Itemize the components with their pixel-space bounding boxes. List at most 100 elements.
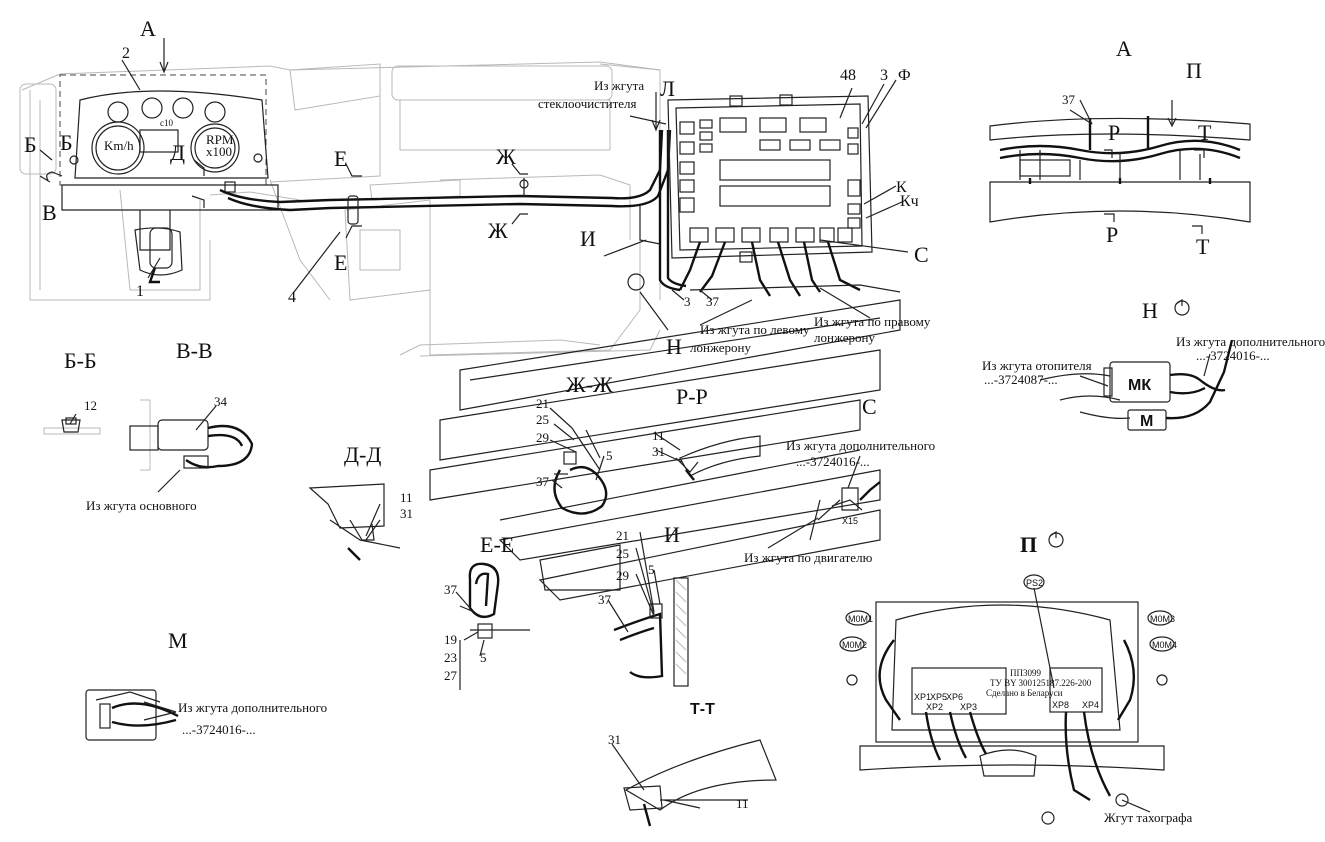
extra-code-s: ...-3724016-... (796, 454, 870, 469)
item-2-label: 2 (122, 45, 130, 62)
item-37-ee: 37 (444, 582, 458, 597)
b-marker-2: Б (60, 130, 73, 155)
wiper-note-1: Из жгута (594, 78, 644, 93)
item-34-label: 34 (214, 394, 228, 409)
extra-note-m: Из жгута дополнительного (178, 700, 327, 715)
tacho-xp6: XP6 (946, 692, 963, 702)
item-27-ee: 27 (444, 668, 458, 683)
v-marker: В (42, 200, 57, 225)
section-tt-title: Т-Т (690, 701, 715, 718)
tacho-xp1: XP1 (914, 692, 931, 702)
view-a-title: А (1116, 36, 1132, 61)
extra-note-n: Из жгута дополнительного (1176, 334, 1325, 349)
section-bb (43, 417, 101, 435)
section-zhzh-title: Ж-Ж (566, 372, 613, 397)
view-n-title: Н (1142, 298, 1158, 323)
t-marker-bottom: Т (1196, 234, 1210, 259)
item-31-tt: 31 (608, 732, 621, 747)
section-ee (459, 562, 530, 639)
instrument-cluster (46, 90, 279, 284)
tacho-m3: M0M3 (1150, 614, 1175, 624)
k-marker: К (896, 179, 907, 196)
item-1-label: 1 (136, 283, 144, 300)
b-marker: Б (24, 132, 37, 157)
left-note-1: Из жгута по левому (700, 322, 810, 337)
connector-mk: МК (1128, 377, 1151, 394)
section-dd-title: Д-Д (344, 442, 381, 467)
zh-marker-bottom: Ж (488, 218, 508, 243)
item-48-label: 48 (840, 67, 856, 84)
heater-code: ...-3724087-... (984, 372, 1058, 387)
tacho-xp2: XP2 (926, 702, 943, 712)
extra-code-n: ...-3724016-... (1196, 348, 1270, 363)
section-vv-title: В-В (176, 338, 213, 363)
connector-m: М (1140, 413, 1153, 430)
r-marker-bottom: Р (1106, 222, 1118, 247)
section-zhzh (553, 427, 608, 515)
item-29-i: 29 (616, 568, 629, 583)
tacho-line1: ПП3099 (1010, 668, 1041, 678)
right-note-1: Из жгута по правому (814, 314, 931, 329)
fuse-relays (679, 117, 861, 229)
zh-marker-top: Ж (496, 144, 516, 169)
item-21-zh: 21 (536, 396, 549, 411)
item-4-label: 4 (288, 289, 296, 306)
tacho-xp4: XP4 (1082, 700, 1099, 710)
section-panels (429, 299, 901, 601)
labels: А 2 Б Б В Km/h RPM x100 c10 Д 1 4 Е Е Ж … (24, 16, 1325, 825)
section-ee-title: Е-Е (480, 532, 514, 557)
item-3-label: 3 (880, 67, 888, 84)
view-a-marker: А (140, 16, 156, 41)
kch-marker: Кч (900, 193, 919, 210)
n-marker: Н (666, 334, 682, 359)
section-rr-title: Р-Р (676, 384, 708, 409)
tacho-xp8: XP8 (1052, 700, 1069, 710)
item-11-tt: 11 (736, 796, 749, 811)
view-p-marker: П (1186, 58, 1202, 83)
heater-note: Из жгута отопителя (982, 358, 1092, 373)
extra-code-m: ...-3724016-... (182, 722, 256, 737)
item-5-i: 5 (648, 562, 655, 577)
section-vv (129, 399, 254, 471)
tacho-m2: M0M2 (842, 640, 867, 650)
section-s (809, 481, 881, 541)
right-note-2: лонжерону (814, 330, 875, 345)
s-marker: С (914, 242, 929, 267)
item-25-zh: 25 (536, 412, 549, 427)
tacho-line3: Сделано в Беларуси (986, 688, 1063, 698)
c10-text: c10 (160, 118, 173, 128)
section-dd (308, 483, 401, 561)
section-p-tachograph (859, 530, 1165, 825)
view-n (1039, 298, 1234, 431)
item-5-ee: 5 (480, 650, 487, 665)
x100-text: x100 (206, 144, 232, 159)
item-31-rr: 31 (652, 444, 665, 459)
t-marker-top: Т (1198, 120, 1212, 145)
leader-lines (39, 38, 1211, 813)
rpm-text: RPM (206, 132, 234, 147)
section-p-title: П (1020, 532, 1037, 557)
x15-label: X15 (842, 516, 858, 526)
tacho-xp5: XP5 (930, 692, 947, 702)
item-37-bottom: 37 (706, 294, 720, 309)
fuse-box-bottom-connectors (689, 227, 853, 243)
item-23-ee: 23 (444, 650, 457, 665)
section-s-title: С (862, 394, 877, 419)
section-i (613, 577, 689, 687)
e-marker-bottom: Е (334, 250, 347, 275)
item-12-label: 12 (84, 398, 97, 413)
section-bb-title: Б-Б (64, 348, 97, 373)
tacho-harness-note: Жгут тахографа (1104, 810, 1193, 825)
f-marker: Ф (898, 67, 911, 84)
extra-note-s: Из жгута дополнительного (786, 438, 935, 453)
e-marker-top: Е (334, 146, 347, 171)
item-25-i: 25 (616, 546, 629, 561)
section-rr (675, 435, 761, 481)
wiper-note-2: стеклоочистителя (538, 96, 637, 111)
tacho-xp3: XP3 (960, 702, 977, 712)
item-3-bottom: 3 (684, 294, 691, 309)
section-m-title: М (168, 628, 188, 653)
item-21-i: 21 (616, 528, 629, 543)
section-i-title: И (664, 522, 680, 547)
view-a (989, 99, 1251, 234)
